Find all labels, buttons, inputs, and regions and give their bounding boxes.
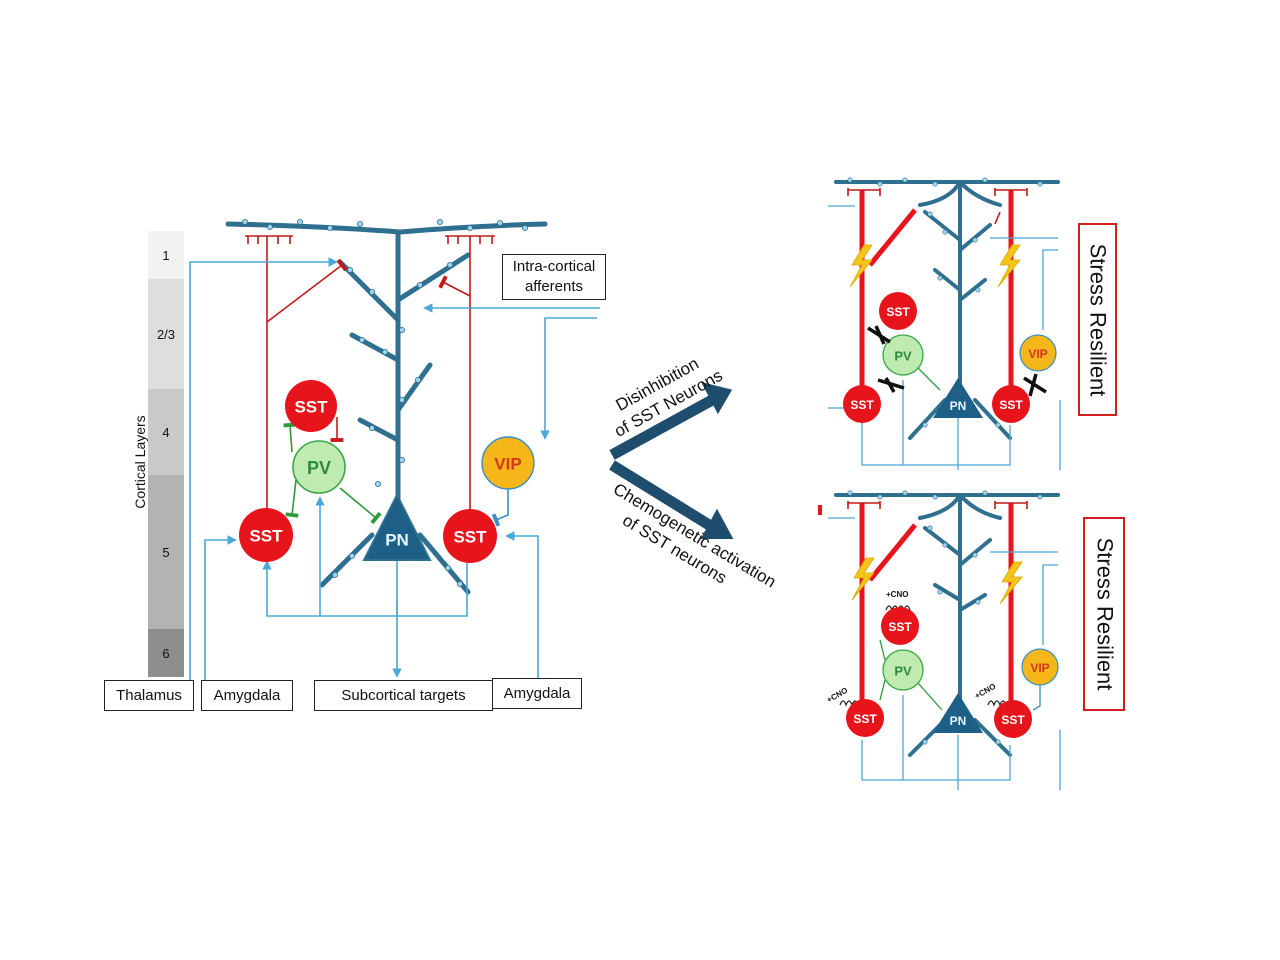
subcortical-targets-label: Subcortical targets xyxy=(314,680,493,711)
pv-label: PV xyxy=(307,458,331,478)
panel1-sst-left: SST xyxy=(850,398,874,412)
layer-1: 1 xyxy=(148,231,184,279)
pn-label: PN xyxy=(385,531,409,550)
dendritic-spines xyxy=(241,218,529,588)
pv-cell: PV xyxy=(292,440,346,494)
sst-left-label: SST xyxy=(249,527,283,546)
panel-chemogenetic: +CNO +CNO +CNO SST PV SST SST VIP PN xyxy=(818,490,1061,790)
stress-resilient-box-bottom: Stress Resilient xyxy=(1083,517,1125,711)
sst-cell-right: SST xyxy=(443,509,497,563)
panel2-sst-top: SST xyxy=(888,620,912,634)
panel2-cno-right: +CNO xyxy=(973,682,997,701)
sst-right-axon xyxy=(438,235,495,512)
layer-4: 4 xyxy=(148,389,184,475)
sst-right-label: SST xyxy=(453,528,487,547)
panel2-pn: PN xyxy=(950,714,967,728)
stress-resilient-top-text: Stress Resilient xyxy=(1085,243,1111,396)
stress-resilient-bottom-text: Stress Resilient xyxy=(1092,537,1117,691)
layer-2-3: 2/3 xyxy=(148,279,184,389)
thalamus-label: Thalamus xyxy=(104,680,194,711)
panel-disinhibition: SST PV SST SST VIP PN xyxy=(828,177,1061,470)
sst-top-label: SST xyxy=(294,398,328,417)
vip-label: VIP xyxy=(494,455,521,474)
stress-resilient-box-top: Stress Resilient xyxy=(1078,223,1117,416)
panel1-vip: VIP xyxy=(1028,347,1047,361)
panel1-pv: PV xyxy=(894,349,912,364)
panel1-sst-right: SST xyxy=(999,398,1023,412)
panel2-sst-right: SST xyxy=(1001,713,1025,727)
amygdala-right-label: Amygdala xyxy=(492,678,582,709)
panel1-sst-top: SST xyxy=(886,305,910,319)
vip-cell: VIP xyxy=(481,436,535,490)
layer-5: 5 xyxy=(148,475,184,629)
transition-arrows: Disinhibition of SST Neurons Chemogeneti… xyxy=(609,354,779,592)
afferent-lines xyxy=(189,257,600,680)
panel2-cno-left: +CNO xyxy=(825,686,849,705)
panel1-pn: PN xyxy=(950,399,967,413)
panel2-sst-left: SST xyxy=(853,712,877,726)
intracortical-afferents-label: Intra-cortical afferents xyxy=(502,254,606,300)
sst-cell-left: SST xyxy=(239,508,293,562)
inhibitory-connections xyxy=(283,417,509,527)
sst-cell-top: SST xyxy=(285,380,337,432)
amygdala-left-label: Amygdala xyxy=(201,680,293,711)
sst-left-axon xyxy=(245,235,348,512)
layer-6: 6 xyxy=(148,629,184,677)
main-circuit: SST PV SST SST VIP PN xyxy=(189,218,600,680)
pn-cell: PN xyxy=(362,492,432,561)
panel2-pv: PV xyxy=(894,664,912,679)
panel2-vip: VIP xyxy=(1030,661,1049,675)
panel2-cno-top: +CNO xyxy=(886,590,908,599)
